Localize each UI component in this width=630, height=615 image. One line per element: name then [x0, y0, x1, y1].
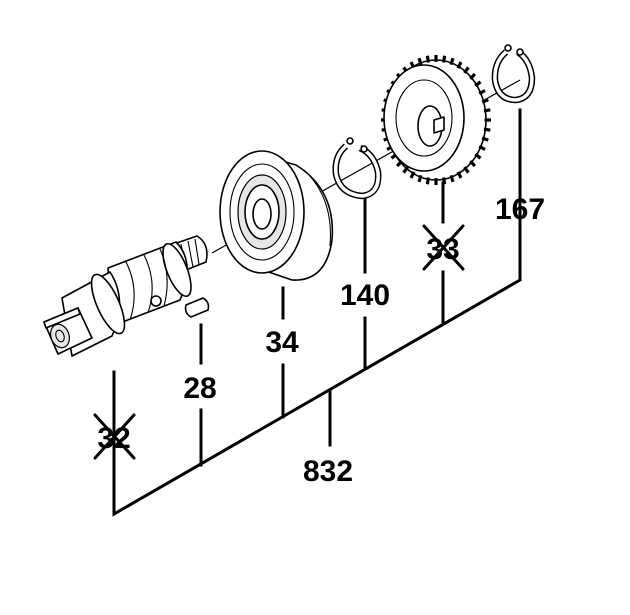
- gear-tooth: [402, 166, 409, 174]
- assembly-label: 832: [303, 455, 353, 488]
- retaining-ring-large-part: [491, 44, 536, 104]
- gear-tooth: [449, 57, 455, 66]
- gear-tooth: [483, 108, 491, 113]
- part-label-key: 28: [183, 372, 216, 405]
- gear-tooth: [463, 166, 470, 174]
- gear-tooth: [442, 55, 447, 63]
- gear-part: [381, 55, 491, 185]
- retaining-ring-small-part: [332, 137, 382, 200]
- gear-tooth: [478, 89, 486, 95]
- crossed-out-mark-gear: [422, 224, 465, 271]
- gear-tooth: [481, 98, 489, 104]
- shaft-part: [43, 235, 208, 357]
- gear-tooth: [417, 57, 423, 66]
- part-label-ring-small: 140: [340, 279, 390, 312]
- gear-tooth: [481, 136, 489, 142]
- ball-bearing-part: [219, 150, 334, 281]
- gear-tooth: [463, 66, 470, 74]
- gear-tooth: [469, 72, 477, 80]
- gear-tooth: [474, 80, 482, 88]
- gear-tooth: [425, 55, 430, 63]
- gear-tooth: [483, 127, 491, 132]
- gear-tooth: [478, 145, 486, 151]
- gear-tooth: [456, 61, 463, 69]
- leader-lines: [112, 108, 522, 517]
- gear-tooth: [469, 160, 477, 168]
- key-part: [184, 297, 210, 318]
- main-bracket-line: [112, 108, 522, 517]
- gear-tooth: [409, 171, 416, 179]
- gear-tooth: [449, 174, 455, 183]
- part-label-bearing: 34: [265, 326, 299, 359]
- gear-tooth: [456, 171, 463, 179]
- gear-tooth: [425, 177, 430, 185]
- gear-tooth: [474, 152, 482, 160]
- crossed-out-mark-shaft: [93, 413, 136, 460]
- part-label-ring-large: 167: [495, 193, 545, 226]
- gear-tooth: [417, 174, 423, 183]
